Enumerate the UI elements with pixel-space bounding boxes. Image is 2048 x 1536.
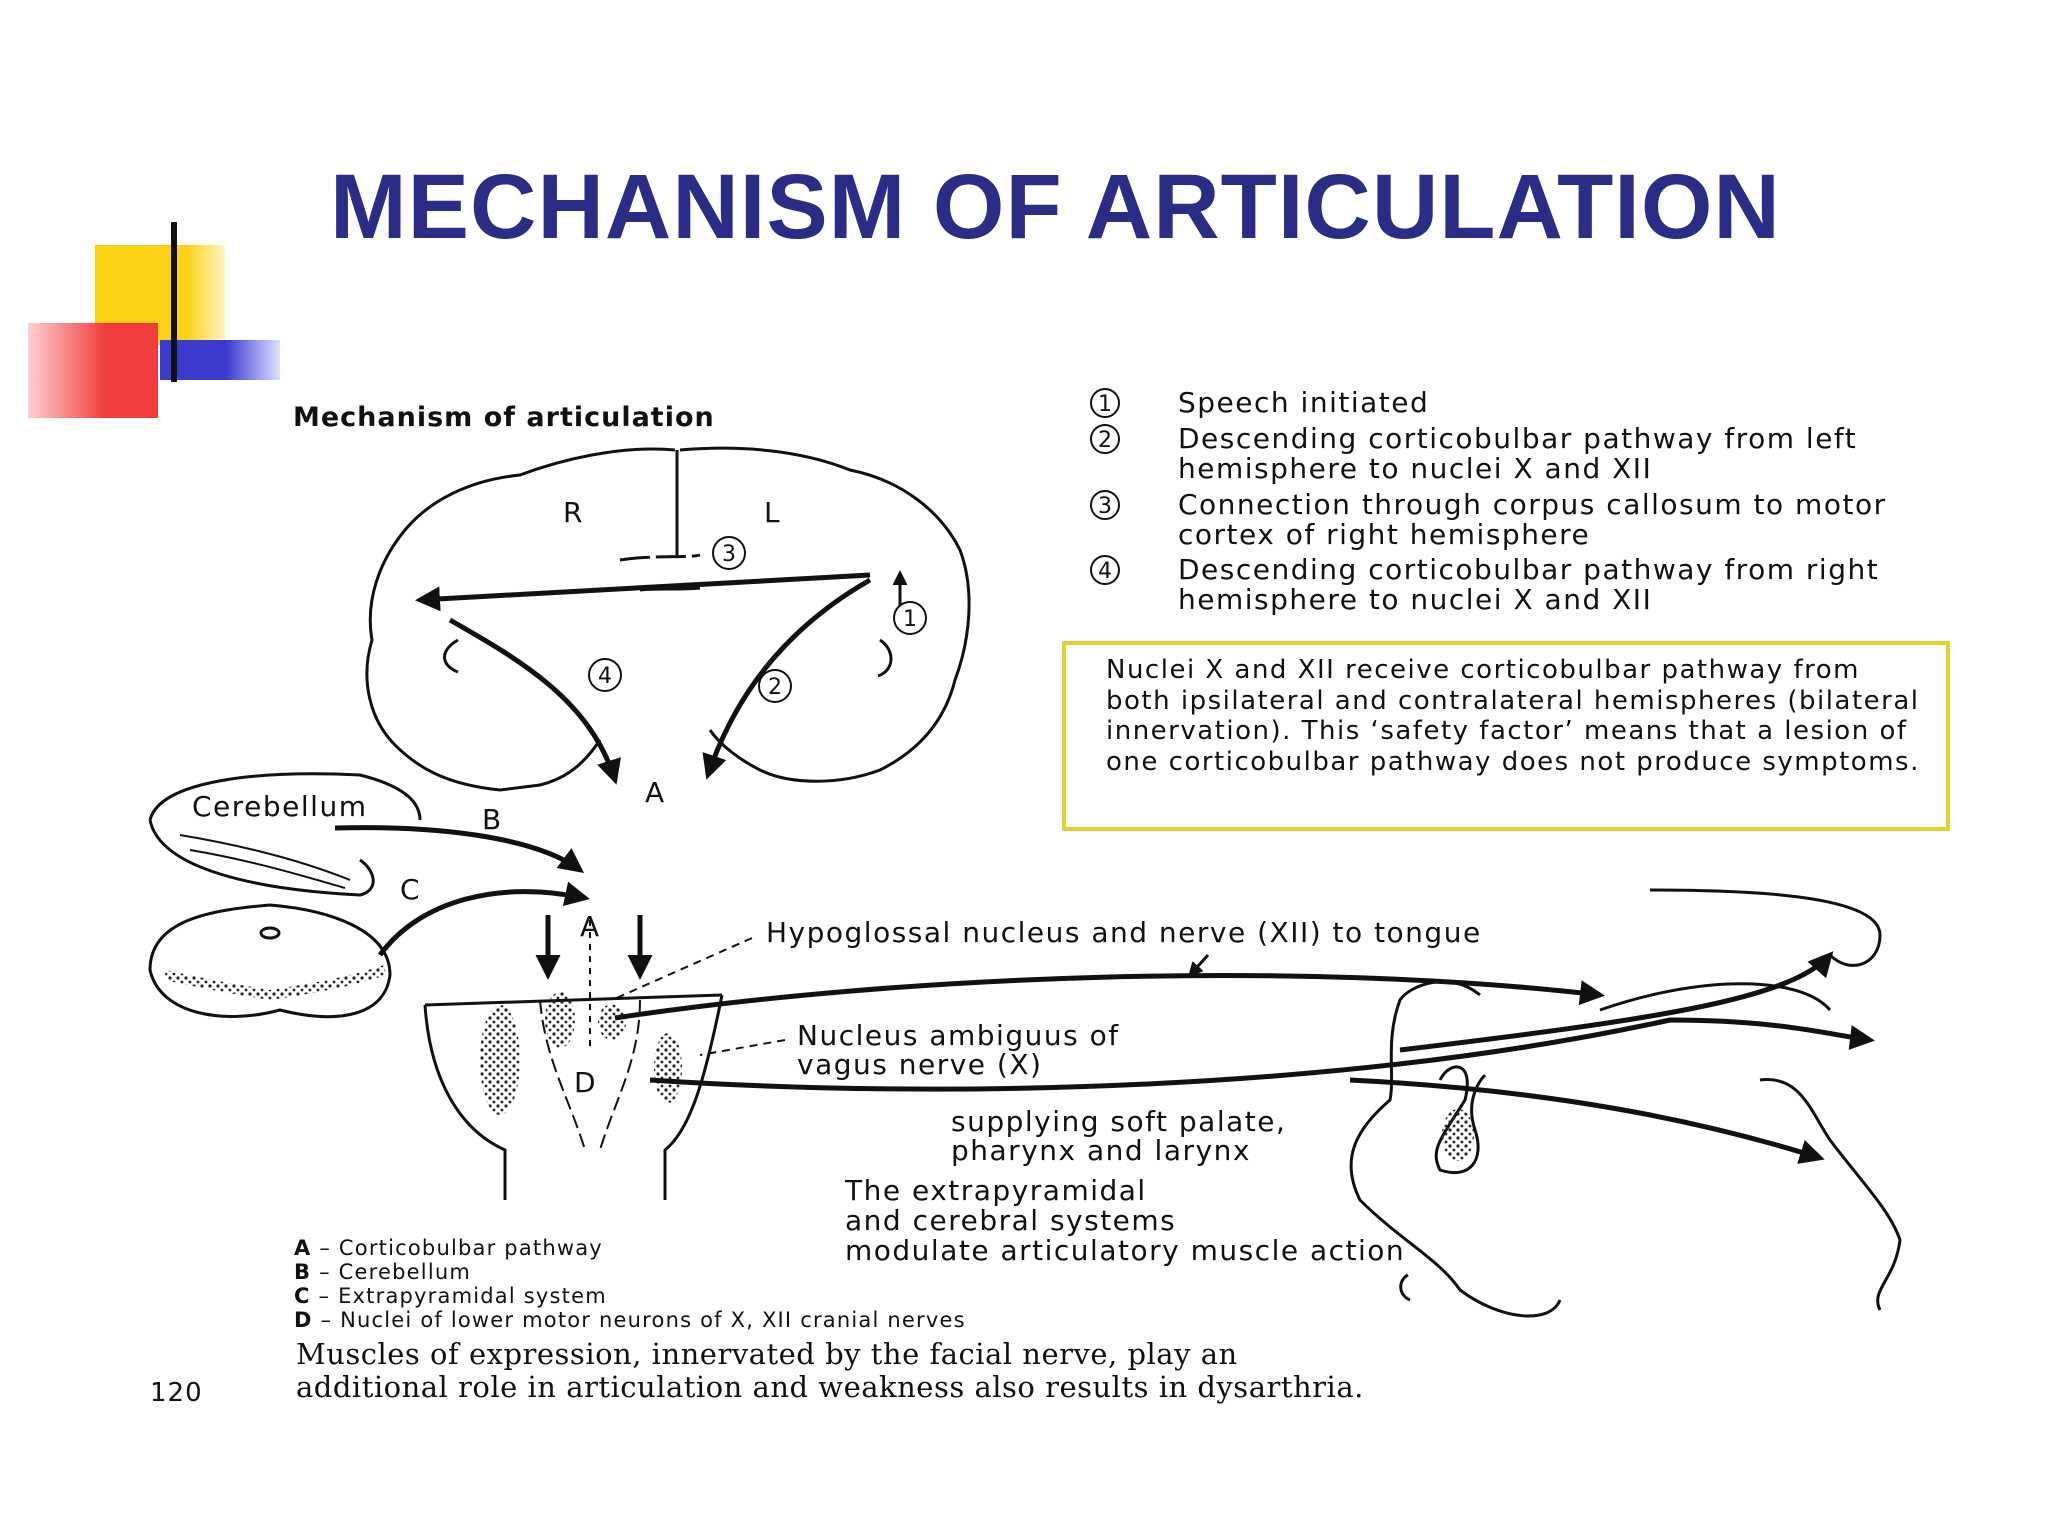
decor-red-square [28, 323, 158, 418]
extrapyramidal-label-line1: The extrapyramidal [845, 1174, 1147, 1207]
brain-pathway-arrows [415, 570, 908, 785]
svg-text:2: 2 [768, 675, 782, 700]
extrapyramidal-label-line2: and cerebral systems [845, 1204, 1177, 1237]
decor-vertical-line [171, 222, 177, 382]
marker-2-icon [758, 669, 792, 703]
caption-line-1: Muscles of expression, innervated by the… [296, 1337, 1238, 1371]
hypoglossal-label: Hypoglossal nucleus and nerve (XII) to t… [766, 916, 1482, 949]
arrow-4-descending [448, 617, 621, 785]
key-item: D – Nuclei of lower motor neurons of X, … [294, 1308, 966, 1332]
arrow-c [377, 881, 590, 957]
pathway-c-label: C [400, 873, 422, 906]
brain-coronal-section [365, 446, 971, 792]
key-letter: A [294, 1236, 312, 1260]
marker-3-icon [712, 536, 746, 570]
nerve-arrows [614, 951, 1875, 1164]
arrow-2-descending [702, 577, 872, 780]
arrow-3-callosum [415, 572, 871, 612]
ambiguus-label-line2: vagus nerve (X) [797, 1048, 1043, 1081]
pathway-b-label: B [482, 803, 503, 836]
svg-text:3: 3 [722, 542, 736, 567]
supplying-label-line1: supplying soft palate, [951, 1105, 1287, 1138]
nuclei-d-label: D [574, 1066, 598, 1099]
legend-text: Connection through corpus callosum to mo… [1178, 488, 1887, 551]
marker-1-icon [893, 601, 927, 635]
arrow-xii-upper [1399, 951, 1834, 1053]
figure-caption: Muscles of expression, innervated by the… [296, 1338, 1364, 1404]
cerebellum-drawing [148, 772, 422, 897]
key-letter: D [294, 1308, 313, 1332]
brain-right-label: R [563, 496, 584, 529]
marker-4-icon [588, 658, 622, 692]
brain-left-label: L [764, 496, 782, 529]
key-item: B – Cerebellum [294, 1260, 966, 1284]
caption-line-2: additional role in articulation and weak… [296, 1370, 1364, 1404]
legend-number: 1 [1090, 388, 1120, 418]
legend-text: Descending corticobulbar pathway from le… [1178, 422, 1858, 485]
arrow-xii-tongue [614, 973, 1605, 1021]
extrapyramidal-label-line3: modulate articulatory muscle action [845, 1234, 1406, 1267]
cerebellum-label: Cerebellum [192, 790, 368, 823]
arrow-b [334, 825, 585, 873]
svg-text:1: 1 [903, 607, 917, 632]
decor-blue-square [160, 340, 280, 380]
arrow-x-larynx [1349, 1077, 1825, 1164]
key-letter: B [294, 1260, 312, 1284]
safety-factor-note: Nuclei X and XII receive corticobulbar p… [1062, 641, 1950, 831]
spinal-cord-section [148, 903, 392, 1019]
legend-text: Descending corticobulbar pathway from ri… [1178, 553, 1880, 616]
head-sagittal-drawing [1349, 888, 1902, 1318]
legend-text: Speech initiated [1178, 386, 1430, 419]
key-text: – Corticobulbar pathway [311, 1236, 603, 1260]
supplying-label-line2: pharynx and larynx [951, 1134, 1251, 1167]
legend-number: 3 [1090, 490, 1120, 520]
brain-step-markers [588, 536, 927, 703]
brainstem-section [423, 992, 724, 1200]
figure-title: Mechanism of articulation [293, 402, 715, 433]
slide-title: MECHANISM OF ARTICULATION [330, 156, 1781, 258]
key-item: A – Corticobulbar pathway [294, 1236, 966, 1260]
key-text: – Extrapyramidal system [310, 1284, 607, 1308]
arrow-x-palate [649, 1017, 1875, 1092]
pathway-a-label: A [580, 910, 601, 943]
key-text: – Cerebellum [311, 1260, 472, 1284]
leader-lines [611, 937, 786, 1056]
legend-number: 2 [1090, 424, 1120, 454]
page-number: 120 [150, 1378, 203, 1408]
cerebellum-pathway-arrows [334, 825, 653, 980]
diagram-key: A – Corticobulbar pathway B – Cerebellum… [294, 1236, 966, 1332]
ambiguus-label-line1: Nucleus ambiguus of [797, 1019, 1120, 1052]
svg-text:4: 4 [598, 664, 612, 689]
brain-step-numbers: 3 1 4 2 [598, 542, 917, 700]
key-item: C – Extrapyramidal system [294, 1284, 966, 1308]
brain-point-a-label: A [645, 776, 666, 809]
legend-number: 4 [1090, 555, 1120, 585]
key-text: – Nuclei of lower motor neurons of X, XI… [312, 1308, 966, 1332]
key-letter: C [294, 1284, 311, 1308]
